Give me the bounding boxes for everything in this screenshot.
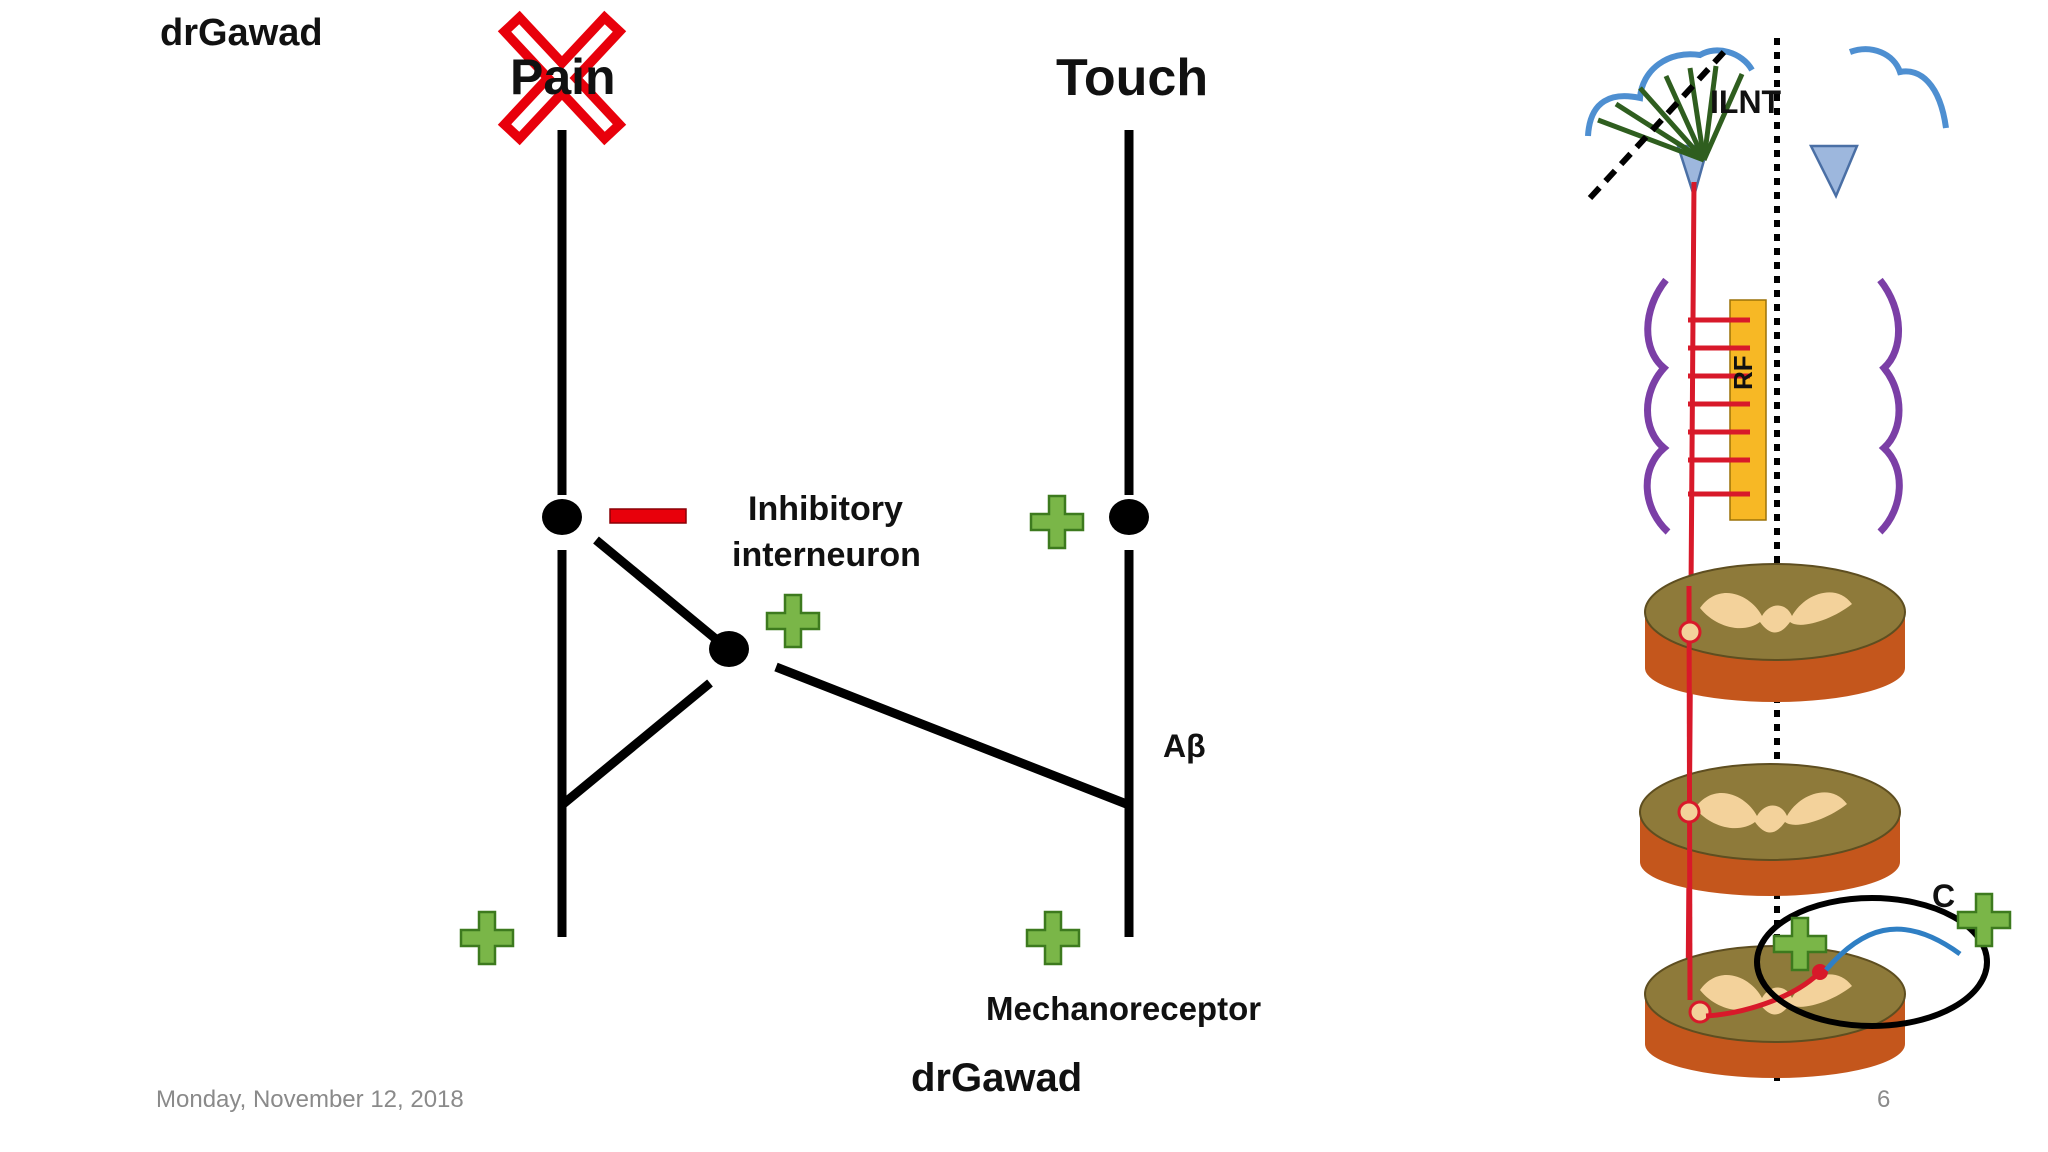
pain-stimulus-plus — [459, 910, 515, 966]
footer-author: drGawad — [911, 1056, 1083, 1100]
gate-control-diagram — [459, 10, 1149, 966]
spinal-segment-2 — [1639, 763, 1901, 896]
spinal-segment-1 — [1644, 563, 1906, 702]
slide-number: 6 — [1877, 1086, 1891, 1113]
tract-cell-2 — [1677, 800, 1701, 824]
touch-label: Touch — [1056, 49, 1209, 107]
ilnt-label: ILNT — [1710, 84, 1782, 120]
c-fiber-highlight-ring — [1754, 895, 1990, 1029]
author-top-label: drGawad — [160, 12, 323, 54]
c-fiber-synapse — [1812, 964, 1828, 980]
tract-over-segments — [1686, 585, 1693, 1001]
fiber-type-label: Aβ — [1163, 728, 1206, 764]
right-brace — [1877, 277, 1903, 535]
c-fiber — [1824, 926, 1962, 972]
tract-cell-1 — [1678, 620, 1702, 644]
left-brace — [1643, 277, 1671, 535]
mechanoreceptor-label: Mechanoreceptor — [986, 990, 1262, 1027]
footer-date: Monday, November 12, 2018 — [156, 1086, 464, 1113]
right-thalamus-triangle — [1808, 144, 1859, 199]
pain-blocked-cross-icon — [497, 10, 627, 146]
tract-cell-3 — [1688, 1000, 1712, 1024]
ilnt-projection-fan — [1597, 65, 1745, 163]
spinal-segment-3 — [1644, 945, 1906, 1078]
touch-collateral — [774, 662, 1131, 810]
touch-synapse-node — [1109, 499, 1149, 535]
interneuron-label: interneuron — [732, 536, 921, 574]
pain-collateral — [559, 679, 713, 809]
interneuron-excitation-plus — [765, 593, 821, 649]
rf-label: RF — [1728, 355, 1758, 390]
reticular-branches — [1688, 317, 1750, 497]
interneuron-to-pain-synapse — [593, 536, 720, 644]
lesion-dashed-line — [1587, 49, 1727, 201]
c-fiber-plus — [1956, 892, 2012, 948]
touch-synapse-excitation-plus — [1029, 494, 1085, 550]
right-cortex-outline — [1848, 46, 1949, 129]
interneuron-node — [709, 631, 749, 667]
tract-entry — [1705, 972, 1820, 1019]
spinal-tract-figure — [1585, 38, 2012, 1086]
inhibitory-label: Inhibitory — [748, 490, 903, 528]
inhibition-minus-sign — [609, 508, 687, 524]
pain-synapse-node — [542, 499, 582, 535]
left-cortex-outline — [1585, 47, 1755, 137]
pain-label: Pain — [510, 49, 616, 105]
c-fiber-label: C — [1932, 878, 1956, 914]
reticular-formation-box — [1729, 299, 1767, 521]
touch-stimulus-plus — [1025, 910, 1081, 966]
